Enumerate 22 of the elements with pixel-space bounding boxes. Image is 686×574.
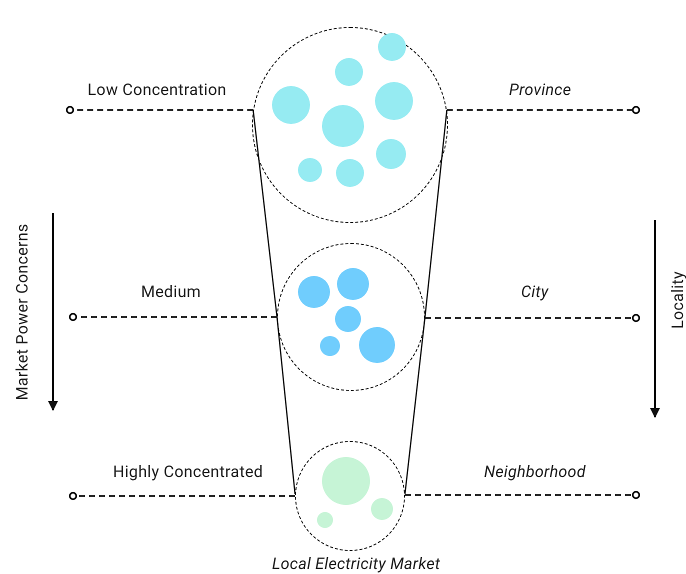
dashed-leader-line (446, 106, 640, 114)
dashed-leader-line (66, 106, 254, 114)
dashed-leader-line (425, 314, 640, 322)
dashed-leader-line (68, 312, 277, 322)
axis-label: Locality (668, 271, 686, 329)
dashed-circle (277, 243, 425, 391)
level-label: Medium (141, 282, 202, 302)
level-label: City (521, 282, 548, 302)
level-label: Province (509, 80, 572, 100)
dashed-leader-line (68, 492, 295, 500)
level-label: Neighborhood (484, 462, 586, 482)
connector-line (404, 316, 426, 494)
level-label: Low Concentration (88, 80, 227, 100)
axis-label: Market Power Concerns (12, 224, 32, 400)
connector-line (276, 316, 296, 494)
level-label: Highly Concentrated (113, 462, 264, 482)
connector-line (252, 110, 278, 318)
dashed-leader-line (405, 490, 640, 500)
connector-line (424, 110, 448, 318)
circle-label: Local Electricity Market (272, 554, 440, 574)
dashed-circle (252, 27, 448, 223)
dashed-circle (295, 441, 405, 551)
